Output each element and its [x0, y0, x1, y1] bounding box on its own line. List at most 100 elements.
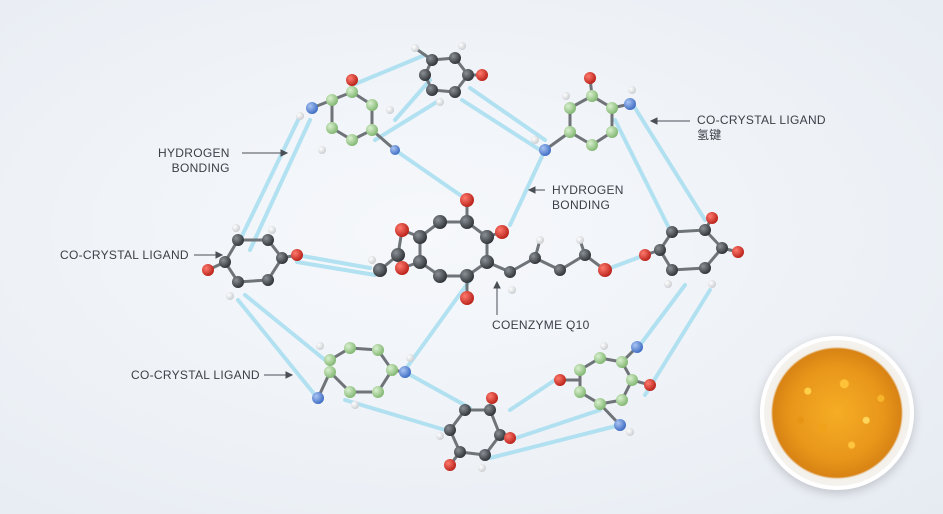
atom-ring — [346, 134, 358, 146]
atom-carbon — [654, 244, 666, 256]
atom-oxygen — [444, 459, 456, 471]
atom-nitrogen — [399, 366, 411, 378]
atom-oxygen — [644, 379, 656, 391]
atom-ring — [564, 126, 576, 138]
atom-carbon — [449, 86, 461, 98]
atom-hydrogen — [268, 226, 276, 234]
atom-carbon — [480, 230, 494, 244]
atom-oxygen — [202, 264, 214, 276]
atom-hydrogen — [411, 44, 419, 52]
atom-ring — [346, 86, 358, 98]
atom-carbon — [232, 276, 244, 288]
atom-oxygen — [395, 261, 409, 275]
atom-oxygen — [495, 225, 509, 239]
atom-carbon — [504, 266, 516, 278]
atom-ring — [324, 366, 336, 378]
atom-hydrogen — [368, 256, 376, 264]
atom-hydrogen — [296, 112, 304, 120]
label-hydrogen-bonding-center: HYDROGEN BONDING — [552, 183, 624, 212]
atom-nitrogen — [614, 419, 626, 431]
atom-ring — [366, 124, 378, 136]
atom-carbon — [413, 255, 427, 269]
atom-hydrogen — [536, 236, 544, 244]
atom-ring — [606, 126, 618, 138]
atom-oxygen — [732, 246, 744, 258]
atom-carbon — [232, 234, 244, 246]
atom-ring — [344, 386, 356, 398]
atom-hydrogen — [318, 146, 326, 154]
atom-ring — [594, 352, 606, 364]
atom-hydrogen — [458, 42, 466, 50]
atom-ring — [586, 139, 598, 151]
atom-ring — [564, 102, 576, 114]
atom-oxygen — [598, 263, 612, 277]
atom-carbon — [699, 224, 711, 236]
atom-oxygen — [504, 432, 516, 444]
atom-carbon — [454, 446, 466, 458]
atom-carbon — [529, 252, 541, 264]
atom-carbon — [419, 69, 431, 81]
atoms — [202, 42, 744, 472]
atom-ring — [574, 364, 586, 376]
atom-nitrogen — [306, 102, 318, 114]
atom-carbon — [494, 429, 506, 441]
atom-oxygen — [346, 74, 358, 86]
atom-ring — [366, 99, 378, 111]
atom-hydrogen — [708, 280, 716, 288]
atom-oxygen — [460, 291, 474, 305]
atom-hydrogen — [626, 428, 634, 436]
label-hydrogen-bonding-left: HYDROGEN BONDING — [158, 146, 230, 175]
atom-oxygen — [476, 69, 488, 81]
atom-oxygen — [706, 212, 718, 224]
atom-oxygen — [584, 72, 596, 84]
atom-hydrogen — [316, 342, 324, 350]
atom-ring — [616, 394, 628, 406]
atom-hydrogen — [436, 98, 444, 106]
atom-carbon — [262, 234, 274, 246]
atom-ring — [326, 94, 338, 106]
atom-carbon — [480, 255, 494, 269]
atom-ring — [324, 354, 336, 366]
atom-oxygen — [291, 249, 303, 261]
atom-carbon — [699, 262, 711, 274]
atom-carbon — [554, 264, 566, 276]
atom-ring — [586, 90, 598, 102]
atom-nitrogen — [624, 98, 636, 110]
atom-oxygen — [486, 392, 498, 404]
atom-nitrogen — [390, 145, 400, 155]
atom-carbon — [462, 69, 474, 81]
atom-ring — [344, 342, 356, 354]
label-co-crystal-ligand-bottom-left: CO-CRYSTAL LIGAND — [131, 368, 260, 382]
atom-hydrogen — [576, 236, 584, 244]
atom-hydrogen — [600, 342, 608, 350]
atom-carbon — [579, 249, 591, 261]
label-co-crystal-ligand-left: CO-CRYSTAL LIGAND — [60, 248, 189, 262]
atom-carbon — [459, 404, 471, 416]
atom-ring — [372, 386, 384, 398]
atom-hydrogen — [232, 224, 240, 232]
atom-hydrogen — [562, 92, 570, 100]
atom-oxygen — [460, 193, 474, 207]
label-coenzyme-q10: COENZYME Q10 — [492, 318, 590, 332]
atom-carbon — [433, 215, 447, 229]
atom-carbon — [666, 226, 678, 238]
label-co-crystal-ligand-top-right: CO-CRYSTAL LIGAND 氢键 — [697, 113, 826, 142]
atom-hydrogen — [478, 464, 486, 472]
atom-carbon — [666, 264, 678, 276]
atom-oxygen — [639, 249, 651, 261]
atom-carbon — [276, 252, 288, 264]
atom-ring — [594, 398, 606, 410]
atom-oxygen — [554, 374, 566, 386]
atom-nitrogen — [539, 144, 551, 156]
atom-carbon — [460, 215, 474, 229]
atom-hydrogen — [531, 136, 539, 144]
atom-carbon — [426, 84, 438, 96]
atom-carbon — [391, 248, 405, 262]
atom-carbon — [262, 274, 274, 286]
atom-ring — [372, 344, 384, 356]
atom-nitrogen — [312, 392, 324, 404]
atom-ring — [626, 374, 638, 386]
atom-carbon — [449, 52, 461, 64]
